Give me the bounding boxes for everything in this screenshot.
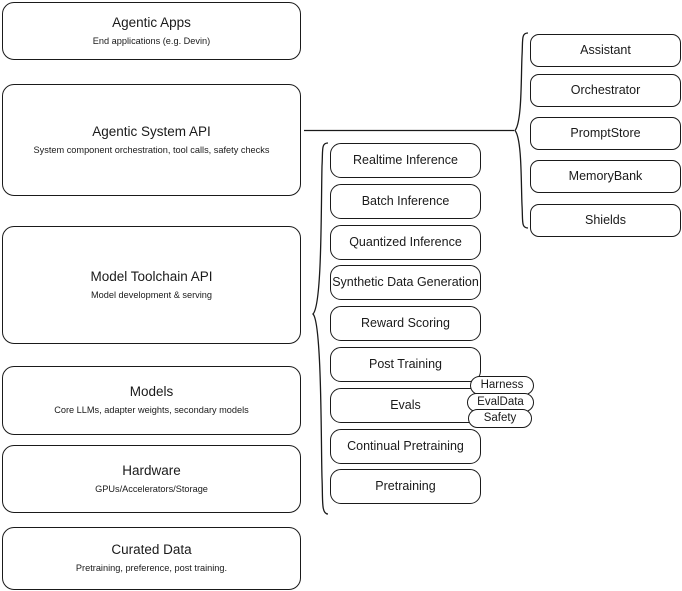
component-promptstore[interactable]: PromptStore — [530, 117, 681, 150]
capability-continual-pretraining[interactable]: Continual Pretraining — [330, 429, 481, 464]
layer-title: Models — [129, 384, 174, 400]
component-orchestrator[interactable]: Orchestrator — [530, 74, 681, 107]
layer-title: Agentic Apps — [112, 14, 191, 30]
evals-tag-safety[interactable]: Safety — [468, 409, 532, 428]
layer-subtitle: GPUs/Accelerators/Storage — [95, 483, 208, 494]
layer-subtitle: Pretraining, preference, post training. — [75, 563, 228, 574]
layer-title: Hardware — [122, 462, 181, 478]
capability-label: Pretraining — [375, 478, 436, 493]
layer-model-toolchain-api[interactable]: Model Toolchain API Model development & … — [2, 226, 301, 344]
system-components-brace — [514, 32, 529, 229]
layer-curated-data[interactable]: Curated Data Pretraining, preference, po… — [2, 527, 301, 590]
layer-subtitle: Core LLMs, adapter weights, secondary mo… — [54, 405, 249, 416]
layer-subtitle: System component orchestration, tool cal… — [33, 144, 270, 155]
layer-title: Agentic System API — [92, 123, 211, 139]
capability-batch-inference[interactable]: Batch Inference — [330, 184, 481, 219]
capability-label: Batch Inference — [361, 193, 450, 208]
capability-label: Quantized Inference — [349, 234, 462, 249]
capability-label: Realtime Inference — [353, 152, 458, 167]
capability-pretraining[interactable]: Pretraining — [330, 469, 481, 504]
component-assistant[interactable]: Assistant — [530, 34, 681, 67]
layer-subtitle: End applications (e.g. Devin) — [92, 35, 211, 46]
capability-label: Evals — [390, 397, 421, 412]
capability-label: Continual Pretraining — [347, 438, 464, 453]
capability-label: Post Training — [369, 356, 442, 371]
capability-label: Synthetic Data Generation — [332, 274, 479, 289]
capability-evals[interactable]: Evals — [330, 388, 481, 423]
capability-synthetic-data-generation[interactable]: Synthetic Data Generation — [330, 265, 481, 300]
capability-label: Reward Scoring — [361, 315, 450, 330]
capability-reward-scoring[interactable]: Reward Scoring — [330, 306, 481, 341]
component-memorybank[interactable]: MemoryBank — [530, 160, 681, 193]
layer-subtitle: Model development & serving — [90, 289, 213, 300]
layer-agentic-apps[interactable]: Agentic Apps End applications (e.g. Devi… — [2, 2, 301, 60]
component-label: Shields — [585, 212, 626, 227]
component-label: Orchestrator — [570, 82, 641, 97]
layer-title: Curated Data — [111, 542, 192, 558]
layer-hardware[interactable]: Hardware GPUs/Accelerators/Storage — [2, 445, 301, 513]
capability-realtime-inference[interactable]: Realtime Inference — [330, 143, 481, 178]
capability-post-training[interactable]: Post Training — [330, 347, 481, 382]
layer-models[interactable]: Models Core LLMs, adapter weights, secon… — [2, 366, 301, 435]
capability-quantized-inference[interactable]: Quantized Inference — [330, 225, 481, 260]
component-label: PromptStore — [570, 125, 641, 140]
component-label: Assistant — [580, 42, 631, 57]
toolchain-capabilities-brace — [312, 142, 329, 515]
component-shields[interactable]: Shields — [530, 204, 681, 237]
component-label: MemoryBank — [568, 168, 643, 183]
layer-agentic-system-api[interactable]: Agentic System API System component orch… — [2, 84, 301, 196]
layer-title: Model Toolchain API — [90, 268, 213, 284]
